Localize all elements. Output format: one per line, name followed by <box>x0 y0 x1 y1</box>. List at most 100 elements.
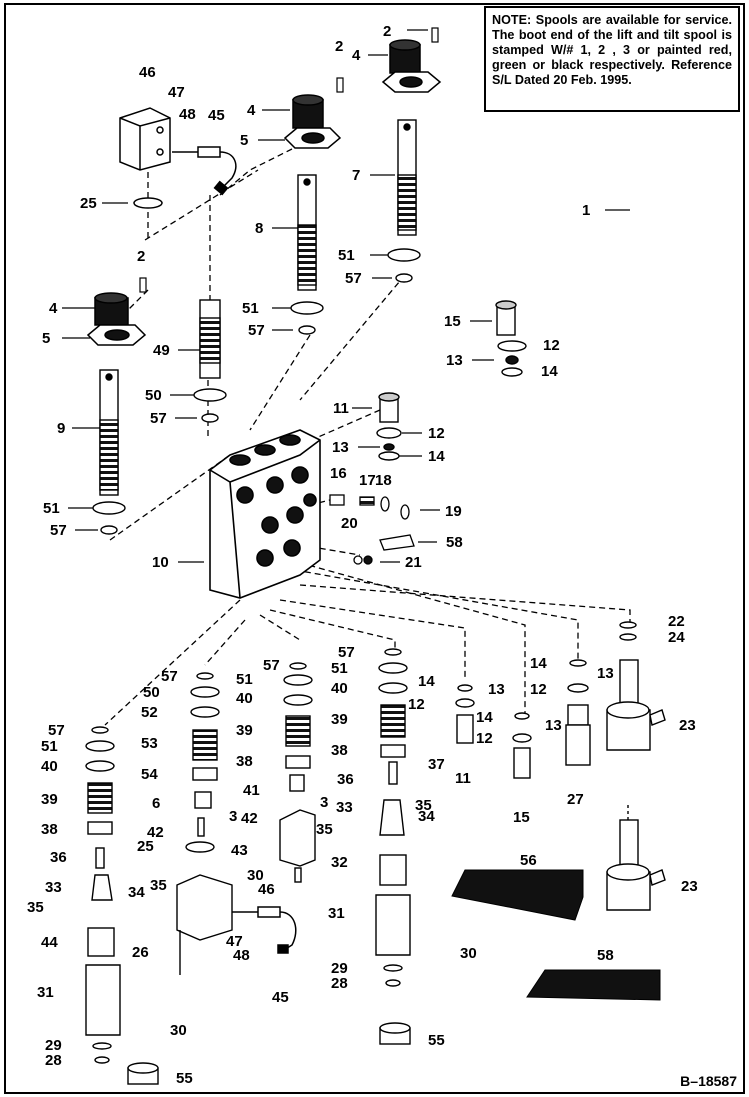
spool-7 <box>397 119 417 236</box>
callout: 34 <box>418 808 435 825</box>
callout: 43 <box>231 842 248 859</box>
callout: 44 <box>41 934 58 951</box>
callout: 35 <box>27 899 44 916</box>
callout: 31 <box>37 984 54 1001</box>
callout: 42 <box>241 810 258 827</box>
callout: 28 <box>331 975 348 992</box>
callout: 57 <box>338 644 355 661</box>
callout-labels: 1 2 2 2 3 3 4 4 4 5 5 6 7 8 9 10 11 11 1… <box>27 23 698 1087</box>
callout: 6 <box>152 795 160 812</box>
callout: 15 <box>444 313 461 330</box>
callout: 8 <box>255 220 263 237</box>
callout: 4 <box>247 102 256 119</box>
spool-49 <box>199 299 221 379</box>
callout: 13 <box>332 439 349 456</box>
callout: 11 <box>455 770 471 787</box>
callout: 10 <box>152 554 169 571</box>
callout: 3 <box>320 794 328 811</box>
callout: 14 <box>418 673 435 690</box>
seal-25-upper <box>133 197 163 209</box>
callout: 39 <box>331 711 348 728</box>
callout: 14 <box>476 709 493 726</box>
callout: 39 <box>41 791 58 808</box>
solenoid-46-upper <box>119 107 171 171</box>
callout: 33 <box>336 799 353 816</box>
callout: 32 <box>331 854 348 871</box>
callout: 48 <box>179 106 196 123</box>
callout: 34 <box>128 884 145 901</box>
callout: 41 <box>243 782 260 799</box>
valve-11-upper <box>376 392 402 461</box>
callout: 21 <box>405 554 422 571</box>
callout: 47 <box>168 84 185 101</box>
callout: 7 <box>352 167 360 184</box>
callout: 50 <box>145 387 162 404</box>
callout: 55 <box>428 1032 445 1049</box>
callout: 36 <box>50 849 67 866</box>
callout: 26 <box>132 944 149 961</box>
callout: 56 <box>520 852 537 869</box>
callout: 2 <box>383 23 391 40</box>
callout: 15 <box>513 809 530 826</box>
callout: 12 <box>408 696 425 713</box>
note-box: NOTE: Spools are available for service. … <box>484 6 740 112</box>
callout: 51 <box>41 738 58 755</box>
callout: 16 <box>330 465 347 482</box>
callout: 57 <box>345 270 362 287</box>
callout: 58 <box>597 947 614 964</box>
callout: 51 <box>331 660 348 677</box>
callout: 40 <box>236 690 253 707</box>
callout: 52 <box>141 704 158 721</box>
callout: 28 <box>45 1052 62 1069</box>
lower-stack-mid-right <box>279 662 316 883</box>
relief-valve-15-top <box>495 300 527 377</box>
washers-upper <box>92 248 421 535</box>
boot-assembly-left <box>86 292 147 346</box>
callout: 57 <box>263 657 280 674</box>
callout: 13 <box>545 717 562 734</box>
screws-2 <box>139 27 439 293</box>
callout: 25 <box>137 838 154 855</box>
callout: 51 <box>236 671 253 688</box>
callout: 11 <box>333 400 349 417</box>
callout: 1 <box>582 202 590 219</box>
callout: 39 <box>236 722 253 739</box>
callout: 2 <box>137 248 145 265</box>
callout: 2 <box>335 38 343 55</box>
callout: 14 <box>530 655 547 672</box>
boot-assembly-right <box>381 39 442 93</box>
callout: 13 <box>446 352 463 369</box>
callout: 29 <box>331 960 348 977</box>
cartridge-23-upper <box>606 621 666 751</box>
callout: 46 <box>258 881 275 898</box>
lower-stack-left <box>85 726 121 1064</box>
valve-body-10 <box>209 429 321 599</box>
callout: 3 <box>229 808 237 825</box>
callout: 57 <box>150 410 167 427</box>
callout: 58 <box>446 534 463 551</box>
callout: 27 <box>567 791 584 808</box>
callout: 51 <box>338 247 355 264</box>
callout: 38 <box>41 821 58 838</box>
cartridge-27 <box>565 659 591 766</box>
callout: 48 <box>233 947 250 964</box>
callout: 57 <box>161 668 178 685</box>
connector-45-upper <box>172 146 237 196</box>
callout: 23 <box>681 878 698 895</box>
cartridge-23-lower <box>606 805 666 911</box>
callout: 5 <box>240 132 248 149</box>
callout: 29 <box>45 1037 62 1054</box>
callout: 49 <box>153 342 170 359</box>
callout: 42 <box>147 824 164 841</box>
callout: 12 <box>543 337 560 354</box>
callout: 47 <box>226 933 243 950</box>
callout: 35 <box>316 821 333 838</box>
spool-9 <box>99 369 119 496</box>
callout: 12 <box>476 730 493 747</box>
callout: 20 <box>341 515 358 532</box>
callout: 37 <box>428 756 445 773</box>
assembly-lines <box>104 129 631 726</box>
callout: 23 <box>679 717 696 734</box>
callout: 30 <box>460 945 477 962</box>
